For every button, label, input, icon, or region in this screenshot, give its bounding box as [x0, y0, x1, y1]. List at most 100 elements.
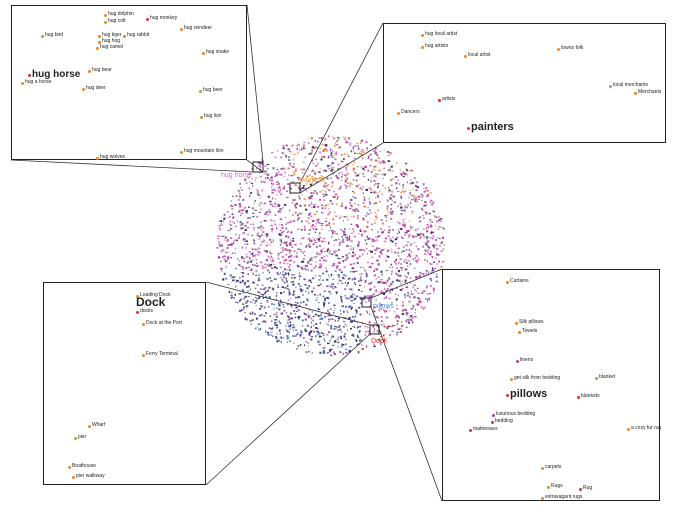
- cloud-point: [318, 245, 321, 247]
- cloud-point: [420, 194, 423, 196]
- cloud-point: [241, 222, 244, 225]
- cloud-point: [279, 229, 282, 231]
- cloud-point: [352, 325, 355, 328]
- cloud-point: [383, 309, 385, 311]
- cloud-point: [330, 169, 333, 172]
- cloud-point: [293, 280, 295, 283]
- cloud-point: [235, 233, 237, 236]
- cloud-point: [322, 259, 326, 262]
- cloud-point: [431, 269, 435, 272]
- cloud-point: [306, 300, 309, 302]
- cloud-point: [273, 220, 276, 222]
- cloud-point: [374, 322, 376, 325]
- title-dot: [28, 74, 31, 77]
- cloud-point: [389, 291, 391, 294]
- cloud-point: [227, 258, 229, 260]
- cloud-point: [279, 299, 282, 302]
- cloud-point: [378, 255, 381, 257]
- cloud-point: [382, 160, 385, 162]
- cloud-point: [315, 146, 318, 149]
- cloud-point: [276, 333, 278, 335]
- cloud-point: [380, 228, 382, 230]
- cloud-point: [365, 243, 368, 245]
- cloud-point: [316, 330, 319, 333]
- cloud-point: [275, 294, 278, 297]
- cloud-point: [270, 179, 274, 182]
- cloud-point: [426, 223, 429, 226]
- cloud-point: [247, 273, 249, 276]
- cloud-point: [280, 193, 283, 196]
- cloud-point: [371, 256, 374, 258]
- cloud-point: [415, 254, 418, 257]
- cloud-point: [373, 212, 376, 214]
- cloud-point: [311, 146, 315, 149]
- cloud-point: [249, 192, 252, 194]
- cloud-point: [387, 278, 391, 280]
- cloud-point: [320, 224, 323, 226]
- cloud-point: [375, 202, 378, 204]
- cloud-point: [363, 169, 366, 172]
- cloud-point: [438, 219, 441, 222]
- cloud-point: [341, 256, 345, 258]
- cloud-point: [356, 209, 358, 212]
- point-dot: [515, 322, 518, 325]
- cloud-point: [349, 350, 351, 352]
- cloud-point: [319, 321, 321, 325]
- cloud-point: [310, 321, 312, 324]
- cloud-point: [314, 239, 316, 241]
- cloud-point: [368, 266, 371, 268]
- cloud-point: [323, 339, 325, 341]
- cloud-point: [322, 350, 325, 352]
- cloud-point: [391, 325, 394, 328]
- cloud-point: [410, 225, 412, 228]
- cloud-point: [286, 335, 289, 338]
- cloud-point: [330, 164, 332, 166]
- cloud-point: [262, 180, 265, 183]
- cloud-point: [294, 244, 297, 246]
- cloud-point: [383, 173, 385, 175]
- cloud-point: [396, 287, 398, 289]
- cloud-point: [245, 267, 248, 269]
- cloud-point: [397, 205, 399, 208]
- cloud-point: [287, 319, 290, 321]
- cloud-point: [346, 178, 348, 181]
- cloud-point: [416, 233, 419, 235]
- cloud-point: [252, 272, 254, 275]
- cloud-point: [330, 168, 334, 170]
- cloud-point: [363, 205, 366, 208]
- cloud-point: [420, 301, 423, 303]
- point-dot: [180, 151, 183, 154]
- cloud-point: [248, 257, 251, 259]
- cloud-point: [291, 240, 295, 242]
- cloud-point: [416, 200, 419, 203]
- cloud-point: [405, 320, 408, 323]
- cloud-point: [338, 217, 341, 219]
- cloud-point: [256, 265, 259, 267]
- cloud-point: [354, 282, 356, 284]
- cloud-point: [240, 265, 242, 268]
- zoom-box-hug-horse: [252, 161, 264, 173]
- point-label: Curtains: [510, 278, 529, 284]
- cloud-point: [395, 314, 398, 317]
- cloud-point: [314, 314, 317, 316]
- cloud-point: [340, 351, 342, 353]
- cloud-point: [322, 189, 324, 191]
- cloud-point: [279, 234, 283, 236]
- cloud-point: [352, 196, 354, 198]
- cloud-point: [285, 235, 288, 238]
- cloud-point: [308, 196, 311, 198]
- cloud-point: [254, 254, 256, 257]
- cloud-point: [244, 229, 248, 232]
- cloud-point: [404, 232, 407, 234]
- cloud-point: [406, 231, 408, 234]
- cloud-point: [394, 242, 397, 244]
- cloud-point: [287, 323, 289, 326]
- cloud-point: [275, 298, 277, 301]
- cloud-point: [308, 285, 310, 287]
- cloud-point: [340, 335, 342, 338]
- cloud-point: [439, 244, 441, 247]
- cloud-point: [241, 279, 244, 282]
- cloud-point: [337, 346, 339, 348]
- point-label: hug dolphin: [108, 11, 134, 17]
- cloud-point: [344, 206, 347, 209]
